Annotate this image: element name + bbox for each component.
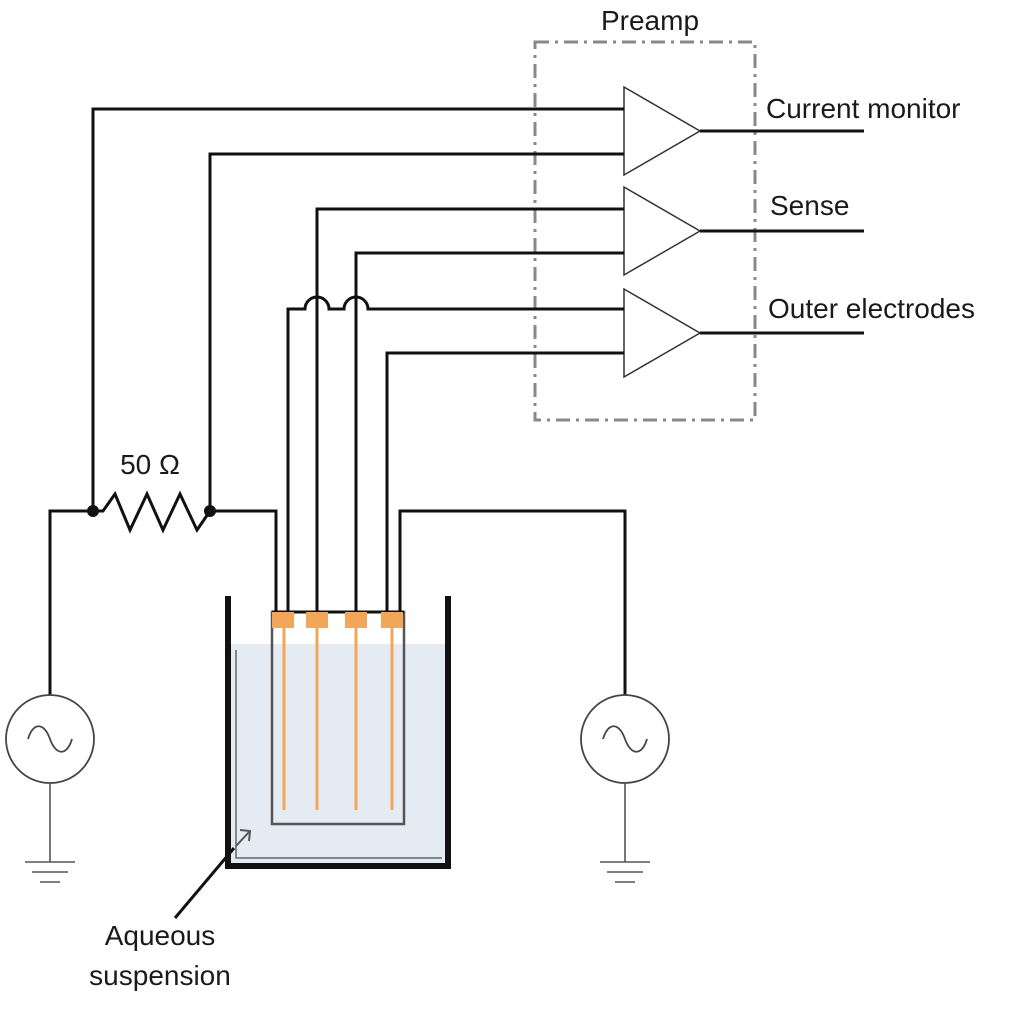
junction-dot-right [204,505,216,517]
wire-left-source [48,509,93,695]
wire-outer-in-1 [286,295,624,612]
arrow-up-right-icon [235,829,252,847]
electrode-pad-4 [381,612,403,628]
wire-resistor-to-vessel [210,509,278,612]
wire-sense-in-1 [315,207,624,612]
amplifier-outer-icon [623,287,702,379]
aqueous-liquid [228,644,448,866]
vessel-label-line1: Aqueous [105,920,216,951]
electrode-pad-3 [345,612,367,628]
vessel-inner-line [235,650,442,859]
wire-right-source [398,509,627,695]
electrode-pad-1 [272,612,294,628]
wire-current-in-2 [208,152,624,511]
label-sense: Sense [770,190,849,221]
amplifier-current-icon [623,85,702,177]
vessel-walls [225,596,451,869]
resistor-label: 50 Ω [120,449,180,480]
resistor-zigzag-icon [93,490,212,534]
wire-outer-in-2 [385,351,624,612]
vessel-label-line2: suspension [89,960,231,991]
wire-current-in-1 [91,107,624,511]
ground-left-icon [25,861,75,883]
ac-source-left-icon [5,694,95,784]
ac-source-right-icon [580,694,670,784]
junction-dot-left [87,505,99,517]
label-current-monitor: Current monitor [766,93,961,124]
amplifier-sense-icon [623,185,702,277]
wire-sense-in-2 [354,251,624,612]
electrode-pad-2 [306,612,328,628]
ground-right-icon [600,861,650,883]
leader-line [173,847,236,919]
label-outer-electrodes: Outer electrodes [768,293,975,324]
preamp-title: Preamp [601,5,699,36]
